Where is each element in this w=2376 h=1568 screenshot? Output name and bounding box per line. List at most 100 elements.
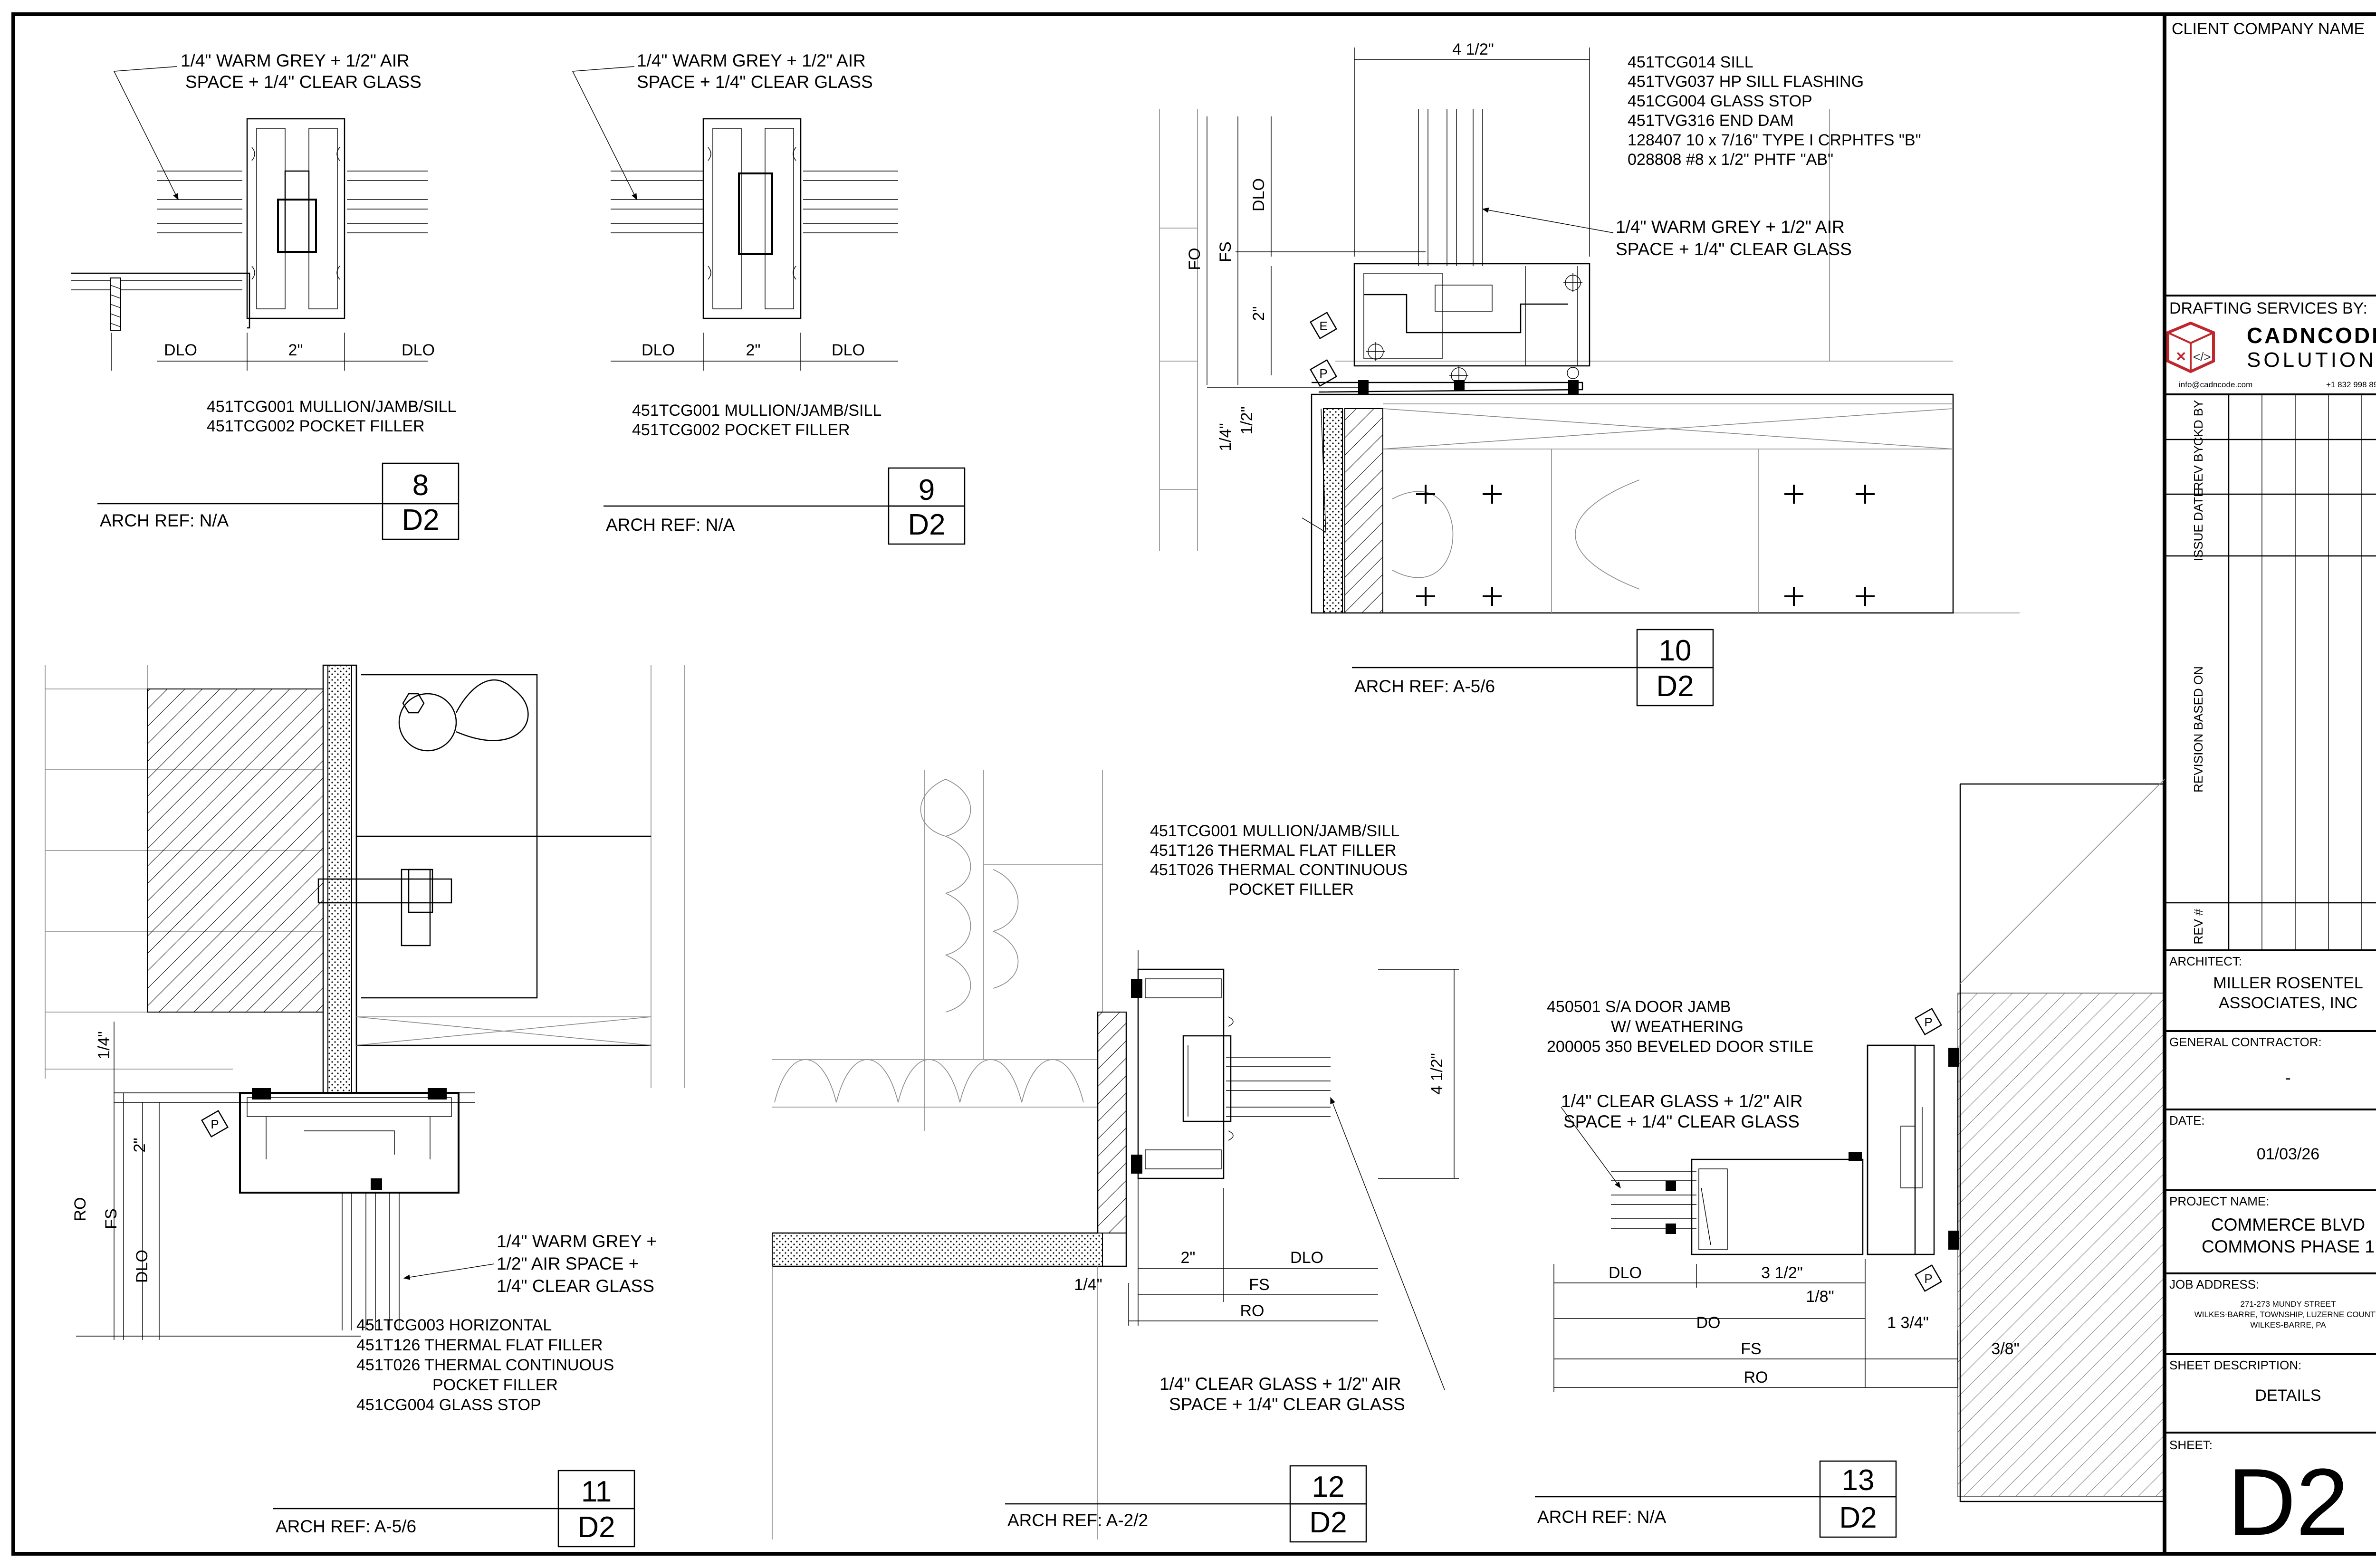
detail-10-dim-fs: FS	[1217, 241, 1235, 262]
cadncode-logo: ✕ </> CADNCODE SOLUTIONS info@cadncode.c…	[2166, 321, 2376, 389]
logo-phone: +1 832 998 8951	[2326, 380, 2376, 389]
detail-13-number: 13	[1842, 1464, 1875, 1497]
detail-12-dim-4half: 4 1/2"	[1428, 1053, 1446, 1095]
detail-10-part4: 451TVG316 END DAM	[1628, 112, 1794, 130]
rev-col-rev-by: REV BY	[2191, 445, 2205, 490]
detail-12-glass-line2: SPACE + 1/4" CLEAR GLASS	[1169, 1395, 1405, 1414]
detail-11-sheet: D2	[577, 1511, 615, 1544]
detail-11-glass-line3: 1/4" CLEAR GLASS	[497, 1276, 654, 1296]
detail-12-part2: 451T126 THERMAL FLAT FILLER	[1150, 841, 1396, 860]
detail-11-part5: 451CG004 GLASS STOP	[356, 1396, 541, 1414]
detail-12-part1: 451TCG001 MULLION/JAMB/SILL	[1150, 822, 1399, 840]
detail-12-dim-dlo: DLO	[1290, 1249, 1323, 1267]
detail-8-dim-dlo-left: DLO	[164, 341, 197, 359]
detail-8-dim-dlo-right: DLO	[402, 341, 435, 359]
detail-13-tag-p-bottom: P	[1914, 1264, 1943, 1292]
svg-text:E: E	[1319, 319, 1327, 333]
detail-10-part3: 451CG004 GLASS STOP	[1628, 92, 1812, 110]
detail-11-dim-2in: 2"	[131, 1138, 149, 1153]
svg-text:P: P	[1924, 1272, 1932, 1286]
detail-12-dim-fs: FS	[1249, 1276, 1269, 1294]
detail-10-dim-fo: FO	[1186, 248, 1204, 270]
detail-10-dim-2in: 2"	[1250, 306, 1268, 321]
detail-8-part1: 451TCG001 MULLION/JAMB/SILL	[207, 398, 456, 416]
rev-col-ckd-by: CKD BY	[2191, 400, 2205, 446]
detail-9-sheet: D2	[908, 508, 945, 541]
detail-13-part3: 200005 350 BEVELED DOOR STILE	[1547, 1038, 1813, 1056]
detail-13-glass-line1: 1/4" CLEAR GLASS + 1/2" AIR	[1561, 1091, 1803, 1111]
detail-10-tag-p: P	[1309, 359, 1338, 387]
detail-13-part2: W/ WEATHERING	[1611, 1018, 1744, 1036]
detail-10-part2: 451TVG037 HP SILL FLASHING	[1628, 73, 1864, 91]
job-address-line1: 271-273 MUNDY STREET	[2241, 1300, 2336, 1309]
architect-name-line1: MILLER ROSENTEL	[2213, 974, 2363, 992]
detail-13-part1: 450501 S/A DOOR JAMB	[1547, 998, 1731, 1016]
svg-text:P: P	[211, 1117, 219, 1131]
detail-8-glass-line1: 1/4" WARM GREY + 1/2" AIR	[181, 51, 410, 70]
detail-13-glass-line2: SPACE + 1/4" CLEAR GLASS	[1563, 1112, 1800, 1131]
detail-10-part5: 128407 10 x 7/16" TYPE I CRPHTFS "B"	[1628, 131, 1921, 149]
detail-12-part4: POCKET FILLER	[1228, 880, 1354, 899]
detail-11-number: 11	[581, 1475, 612, 1508]
detail-10-tag-e: E	[1309, 311, 1338, 340]
detail-13-dim-3-8: 3/8"	[1991, 1340, 2019, 1358]
detail-10-dim-dlo: DLO	[1250, 178, 1268, 211]
detail-13-dim-eighth: 1/8"	[1806, 1288, 1834, 1306]
detail-13-dim-ro: RO	[1744, 1368, 1768, 1386]
detail-13-arch-ref: ARCH REF: N/A	[1537, 1507, 1667, 1527]
sheet-label: SHEET:	[2169, 1438, 2213, 1452]
detail-11-dim-dlo: DLO	[133, 1250, 151, 1283]
detail-11-part4: POCKET FILLER	[432, 1376, 558, 1394]
detail-10-dim-4half: 4 1/2"	[1452, 40, 1494, 58]
detail-10-dim-half: 1/2"	[1238, 406, 1256, 434]
general-contractor-label: GENERAL CONTRACTOR:	[2169, 1035, 2322, 1049]
detail-12-arch-ref: ARCH REF: A-2/2	[1007, 1511, 1148, 1530]
detail-11-part1: 451TCG003 HORIZONTAL	[356, 1316, 552, 1334]
detail-9-dim-2in: 2"	[746, 341, 761, 359]
project-name-line1: COMMERCE BLVD	[2211, 1215, 2365, 1234]
detail-13-tag-p-top: P	[1914, 1007, 1943, 1036]
detail-11-dim-ro: RO	[71, 1197, 89, 1222]
sheet-number: D2	[2227, 1449, 2349, 1555]
detail-9-glass-line2: SPACE + 1/4" CLEAR GLASS	[637, 72, 873, 92]
job-address-line3: WILKES-BARRE, PA	[2250, 1320, 2326, 1329]
detail-12-number: 12	[1312, 1471, 1345, 1503]
svg-text:✕: ✕	[2175, 349, 2186, 364]
detail-9-part2: 451TCG002 POCKET FILLER	[632, 421, 850, 439]
logo-email: info@cadncode.com	[2179, 380, 2252, 389]
detail-10-arch-ref: ARCH REF: A-5/6	[1354, 677, 1495, 696]
project-name-label: PROJECT NAME:	[2169, 1194, 2269, 1208]
detail-9-part1: 451TCG001 MULLION/JAMB/SILL	[632, 402, 881, 420]
svg-text:</>: </>	[2193, 350, 2211, 364]
svg-text:P: P	[1924, 1015, 1932, 1029]
detail-9-number: 9	[919, 474, 935, 507]
title-block: CLIENT COMPANY NAME DRAFTING SERVICES BY…	[2165, 20, 2376, 1555]
detail-10-sheet: D2	[1656, 670, 1694, 703]
drafting-services-label: DRAFTING SERVICES BY:	[2169, 299, 2367, 317]
detail-11-arch-ref: ARCH REF: A-5/6	[276, 1517, 416, 1536]
detail-11-dim-fs: FS	[102, 1208, 120, 1229]
detail-13-dim-1-3-4: 1 3/4"	[1887, 1314, 1929, 1332]
detail-13-dim-3half: 3 1/2"	[1761, 1264, 1803, 1282]
logo-name-line1: CADNCODE	[2247, 323, 2376, 348]
detail-12-sheet: D2	[1309, 1506, 1347, 1539]
detail-8-dim-2in: 2"	[288, 341, 303, 359]
detail-11-part3: 451T026 THERMAL CONTINUOUS	[356, 1356, 614, 1374]
sheet-border	[11, 12, 2376, 1556]
detail-12-dim-quarter: 1/4"	[1074, 1276, 1102, 1294]
architect-label: ARCHITECT:	[2169, 954, 2242, 968]
detail-10-glass-line1: 1/4" WARM GREY + 1/2" AIR	[1616, 217, 1845, 237]
detail-10-part1: 451TCG014 SILL	[1628, 53, 1753, 71]
detail-10: 4 1/2" FO FS DLO 2" 1/4" 1/2"	[1159, 40, 2020, 707]
detail-9-arch-ref: ARCH REF: N/A	[606, 515, 735, 535]
project-name-line2: COMMONS PHASE 1	[2202, 1237, 2375, 1256]
general-contractor-value: -	[2285, 1069, 2290, 1087]
rev-col-rev-number: REV #	[2191, 908, 2205, 945]
detail-11-glass-line2: 1/2" AIR SPACE +	[497, 1254, 639, 1273]
detail-13-dim-dlo: DLO	[1609, 1264, 1642, 1282]
detail-8-sheet: D2	[402, 504, 439, 536]
detail-12-glass-line1: 1/4" CLEAR GLASS + 1/2" AIR	[1159, 1374, 1401, 1394]
detail-10-dim-quarter: 1/4"	[1217, 423, 1235, 451]
detail-13-sheet: D2	[1839, 1501, 1877, 1534]
detail-8-glass-line2: SPACE + 1/4" CLEAR GLASS	[185, 72, 422, 92]
